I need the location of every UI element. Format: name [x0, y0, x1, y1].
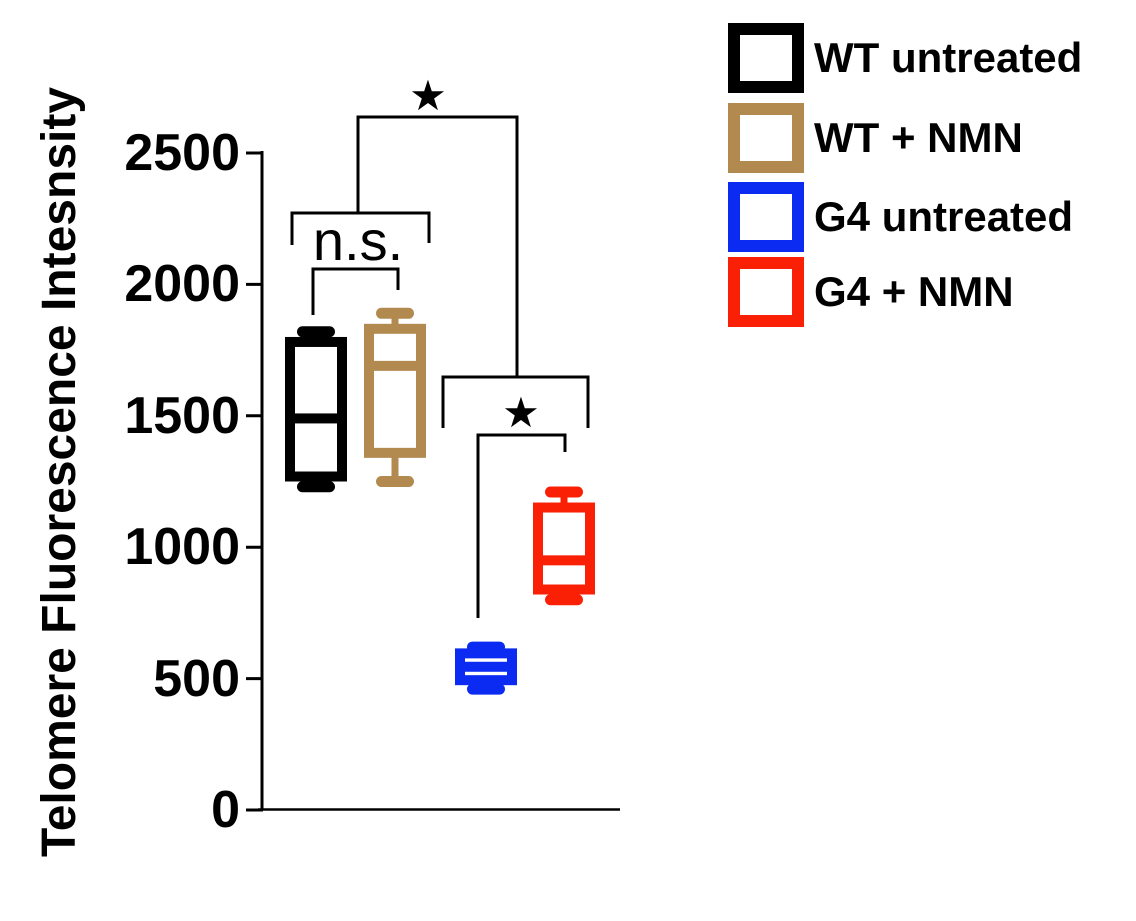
legend: WT untreated WT + NMN G4 untreated G4 + …: [728, 0, 1128, 340]
whisker-cap-min: [467, 683, 505, 695]
y-tick-label: 1000: [124, 518, 240, 577]
median-line: [374, 360, 416, 371]
legend-label: WT untreated: [814, 34, 1083, 81]
significance-bracket: [290, 211, 431, 245]
significance-star: ★: [502, 388, 540, 437]
legend-item-g4-untreated: G4 untreated: [728, 182, 1073, 252]
box-interior: [543, 512, 585, 585]
legend-label: G4 + NMN: [814, 268, 1014, 315]
y-tick-label: 1500: [124, 386, 240, 445]
y-tick-label: 0: [211, 781, 240, 839]
y-tick-label: 500: [153, 649, 240, 708]
legend-label: WT + NMN: [814, 114, 1023, 161]
whisker-cap-max: [297, 326, 335, 338]
legend-label: G4 untreated: [814, 193, 1074, 240]
significance-star: ★: [409, 71, 447, 120]
whisker-cap-min: [376, 476, 414, 487]
whisker-cap-min: [545, 594, 583, 606]
significance-bracket: [356, 115, 519, 377]
significance-bracket: [476, 433, 567, 618]
legend-swatch-blue: [728, 182, 804, 252]
significance-bracket: [311, 267, 400, 315]
y-tick-label: 2500: [124, 124, 240, 182]
legend-swatch-black: [728, 23, 804, 93]
median-line: [543, 555, 585, 566]
box-interior: [374, 333, 416, 448]
legend-swatch-tan: [728, 103, 804, 173]
significance-bracket: [441, 375, 590, 428]
legend-item-wt-nmn: WT + NMN: [728, 103, 1023, 173]
legend-swatch-red: [728, 257, 804, 327]
whisker-cap-min: [297, 481, 335, 493]
median-line: [295, 413, 337, 424]
legend-item-g4-nmn: G4 + NMN: [728, 257, 1014, 327]
significance-ns-label: n.s.: [313, 209, 403, 272]
median-line: [465, 661, 507, 672]
whisker-cap-max: [545, 486, 583, 498]
box-interior: [295, 346, 337, 472]
legend-item-wt-untreated: WT untreated: [728, 23, 1082, 93]
y-tick-label: 2000: [124, 255, 240, 314]
whisker-cap-max: [376, 307, 414, 319]
